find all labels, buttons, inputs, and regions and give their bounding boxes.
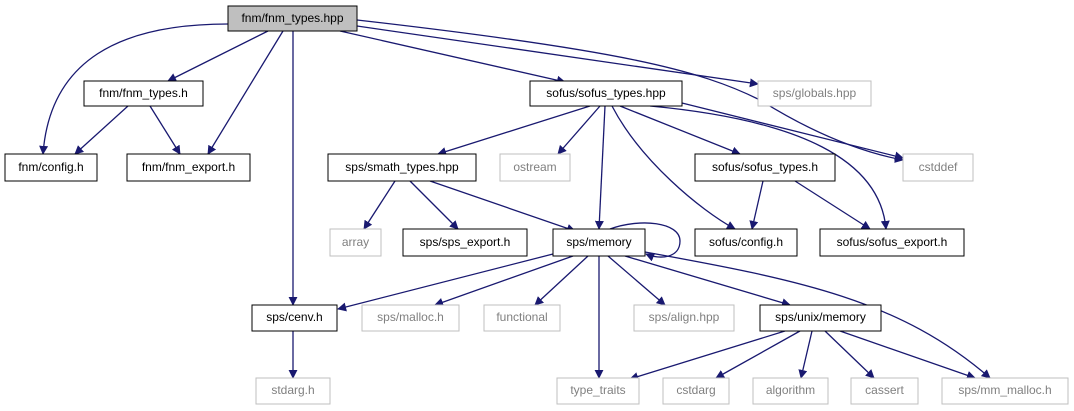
node-label-sps-malloc-h: sps/malloc.h [377, 310, 444, 324]
edge-sps-smath-types-hpp-to-array [363, 180, 396, 230]
edge-sps-smath-types-hpp-to-sps-export-h [409, 180, 459, 230]
edge-sps-memory-self-loop [609, 222, 681, 262]
node-label-sps-mm-malloc-h: sps/mm_malloc.h [958, 383, 1051, 397]
node-sofus-config-h[interactable]: sofus/config.h [694, 228, 798, 257]
node-label-type-traits: type_traits [570, 383, 625, 397]
node-type-traits[interactable]: type_traits [556, 377, 640, 405]
node-sps-unix-memory[interactable]: sps/unix/memory [759, 304, 882, 332]
node-stdarg-h[interactable]: stdarg.h [255, 377, 331, 405]
edge-sps-unix-memory-to-cstdarg [715, 330, 801, 379]
node-label-array: array [342, 235, 369, 249]
node-ostream[interactable]: ostream [499, 153, 571, 182]
node-sps-export-h[interactable]: sps/sps_export.h [402, 228, 528, 257]
node-sps-globals-hpp[interactable]: sps/globals.hpp [757, 80, 872, 107]
nodes: fnm/fnm_types.hpp fnm/fnm_types.h sofus/… [4, 5, 1069, 405]
edges [39, 19, 991, 381]
edge-sofus-types-hpp-to-sps-memory [594, 105, 606, 230]
node-label-fnm-types-hpp: fnm/fnm_types.hpp [241, 11, 343, 25]
edge-sps-unix-memory-to-type-traits [629, 330, 786, 381]
edge-sps-memory-to-sps-mm-malloc-h [644, 251, 991, 379]
node-label-stdarg-h: stdarg.h [271, 383, 314, 397]
node-array[interactable]: array [329, 228, 382, 257]
edge-sps-memory-to-sps-cenv-h [337, 253, 554, 312]
edge-fnm-types-h-to-fnm-config-h [74, 105, 129, 155]
node-sofus-export-h[interactable]: sofus/sofus_export.h [819, 228, 965, 257]
node-sofus-types-hpp[interactable]: sofus/sofus_types.hpp [529, 80, 683, 107]
node-label-ostream: ostream [513, 160, 556, 174]
node-cstdarg[interactable]: cstdarg [662, 377, 730, 405]
node-fnm-types-hpp[interactable]: fnm/fnm_types.hpp [227, 5, 358, 32]
edge-sps-memory-to-sps-malloc-h [434, 255, 574, 307]
node-sps-cenv-h[interactable]: sps/cenv.h [251, 304, 338, 332]
node-sofus-types-h[interactable]: sofus/sofus_types.h [694, 153, 836, 182]
edge-sps-unix-memory-to-sps-mm-malloc-h [839, 330, 976, 380]
node-label-sps-memory: sps/memory [566, 235, 631, 249]
node-sps-memory[interactable]: sps/memory [552, 228, 646, 257]
edge-fnm-types-hpp-to-cstddef [356, 19, 904, 163]
edge-sofus-types-hpp-to-ostream [557, 105, 601, 155]
edge-fnm-types-hpp-to-sofus-types-hpp [339, 30, 566, 85]
node-label-algorithm: algorithm [766, 383, 815, 397]
node-label-functional: functional [496, 310, 547, 324]
node-cstddef[interactable]: cstddef [902, 153, 974, 182]
node-label-cstdarg: cstdarg [676, 383, 715, 397]
edge-sofus-types-hpp-to-sofus-export-h [649, 105, 890, 230]
node-sps-mm-malloc-h[interactable]: sps/mm_malloc.h [941, 377, 1069, 405]
node-label-fnm-export-h: fnm/fnm_export.h [142, 160, 235, 174]
edge-sps-unix-memory-to-algorithm [798, 330, 813, 379]
edge-sofus-types-hpp-to-sofus-types-h [619, 105, 741, 156]
node-label-sofus-config-h: sofus/config.h [709, 235, 783, 249]
node-label-sps-align-hpp: sps/align.hpp [649, 310, 720, 324]
edge-sps-unix-memory-to-cassert [824, 330, 875, 379]
node-sps-malloc-h[interactable]: sps/malloc.h [361, 304, 460, 332]
edge-sofus-types-hpp-to-cstddef [681, 102, 904, 161]
node-fnm-export-h[interactable]: fnm/fnm_export.h [126, 153, 251, 182]
node-label-sofus-types-hpp: sofus/sofus_types.hpp [546, 86, 666, 100]
node-label-fnm-types-h: fnm/fnm_types.h [99, 86, 188, 100]
edge-sps-memory-to-sps-align-hpp [607, 255, 666, 306]
node-label-sps-export-h: sps/sps_export.h [420, 235, 511, 249]
node-label-cstddef: cstddef [919, 160, 958, 174]
node-label-sps-cenv-h: sps/cenv.h [266, 310, 322, 324]
node-cassert[interactable]: cassert [850, 377, 919, 405]
node-label-cassert: cassert [865, 383, 904, 397]
edge-sps-memory-to-sps-unix-memory [624, 255, 791, 308]
node-sps-smath-types-hpp[interactable]: sps/smath_types.hpp [327, 153, 477, 182]
edge-fnm-types-hpp-to-fnm-types-h [167, 30, 269, 82]
node-label-sofus-types-h: sofus/sofus_types.h [712, 160, 818, 174]
node-fnm-config-h[interactable]: fnm/config.h [4, 153, 98, 182]
node-algorithm[interactable]: algorithm [752, 377, 829, 405]
node-label-sps-unix-memory: sps/unix/memory [775, 310, 866, 324]
edge-sofus-types-h-to-sofus-export-h [794, 180, 871, 230]
edge-sofus-types-hpp-to-sofus-config-h [611, 105, 736, 230]
edge-sps-smath-types-hpp-to-sps-memory [429, 180, 576, 233]
node-label-sofus-export-h: sofus/sofus_export.h [837, 235, 948, 249]
node-fnm-types-h[interactable]: fnm/fnm_types.h [83, 80, 204, 107]
node-sps-align-hpp[interactable]: sps/align.hpp [633, 304, 735, 332]
node-label-sps-smath-types-hpp: sps/smath_types.hpp [345, 160, 459, 174]
edge-sps-memory-to-functional [534, 255, 589, 306]
node-label-fnm-config-h: fnm/config.h [18, 160, 83, 174]
node-label-sps-globals-hpp: sps/globals.hpp [773, 86, 857, 100]
edge-fnm-types-h-to-fnm-export-h [149, 105, 181, 155]
edge-fnm-types-hpp-to-fnm-config-h [39, 23, 229, 155]
edge-fnm-types-hpp-to-fnm-export-h [207, 30, 284, 155]
edge-sofus-types-hpp-to-sps-smath-types-hpp [437, 105, 591, 156]
edge-sofus-types-h-to-sofus-config-h [749, 180, 764, 230]
node-functional[interactable]: functional [483, 304, 561, 332]
